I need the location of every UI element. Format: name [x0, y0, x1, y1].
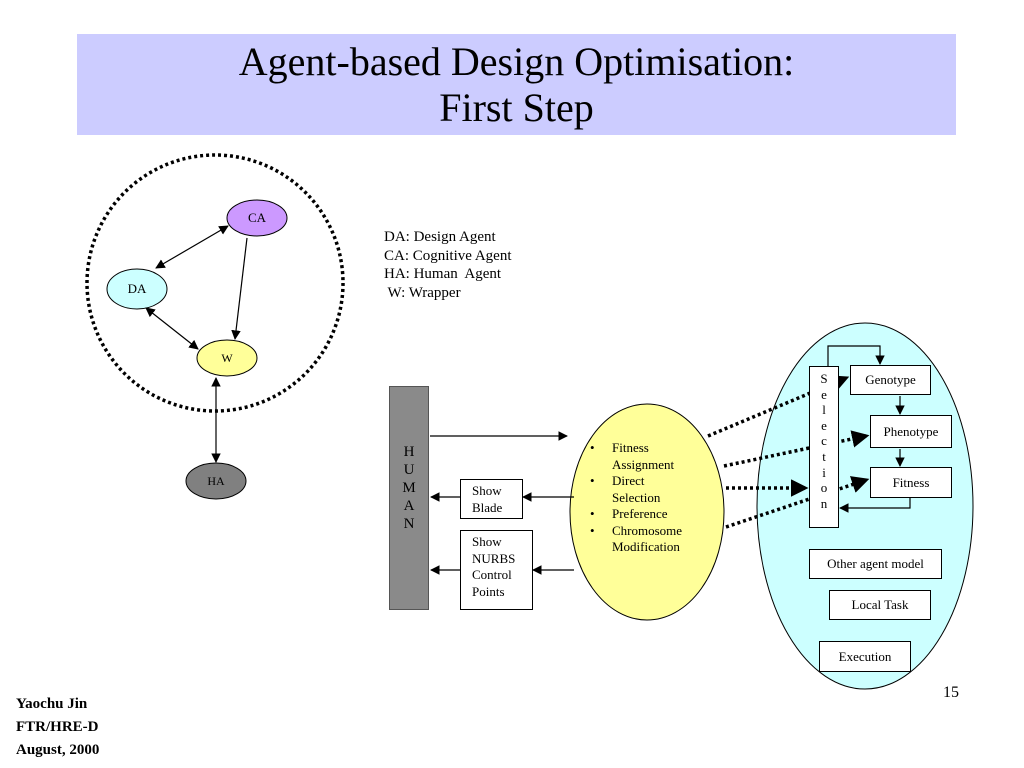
selection-letter: S — [820, 371, 828, 386]
title-line-2: First Step — [439, 84, 594, 130]
footer-line: August, 2000 — [16, 742, 100, 758]
show-nurbs-line: NURBS — [472, 550, 516, 566]
show-nurbs-line: Control — [472, 567, 512, 582]
show-nurbs-line: Points — [472, 583, 505, 599]
selection-letter: i — [822, 464, 826, 480]
page-number: 15 — [943, 684, 959, 701]
da-label: DA — [127, 281, 147, 296]
title-banner: Agent-based Design Optimisation: First S… — [77, 34, 956, 135]
selection-box: S e l e c t i o n — [809, 366, 839, 528]
footer-line: FTR/HRE-D — [16, 719, 99, 735]
dotted-arrow-to-genotype — [707, 375, 850, 438]
legend-item: CA: Cognitive Agent — [384, 247, 512, 264]
arrow-da-w — [145, 307, 199, 350]
show-nurbs-box: Show NURBS Control Points — [460, 530, 533, 610]
selection-letter: t — [822, 448, 826, 464]
agent-legend: DA: Design Agent CA: Cognitive Agent HA:… — [384, 228, 512, 302]
dotted-arrow-to-phenotype — [723, 430, 870, 468]
selection-letter: o — [820, 480, 828, 496]
interaction-option: Chromosome Modification — [590, 523, 710, 556]
w-label: W — [221, 350, 233, 365]
footer-line: Yaochu Jin — [16, 696, 88, 712]
legend-item: DA: Design Agent — [384, 229, 496, 245]
interaction-option: Direct Selection — [590, 473, 710, 506]
human-letter: H — [403, 444, 415, 460]
arrow-fitness-to-selection — [839, 498, 911, 513]
human-letter: A — [403, 498, 415, 514]
local-task-box: Local Task — [829, 590, 931, 620]
bullet-line: Modification — [612, 539, 680, 554]
bullet-line: Fitness — [612, 440, 649, 455]
arrow-selection-to-genotype — [827, 345, 885, 366]
arrow-da-ca — [155, 225, 229, 269]
interaction-option: Preference — [590, 506, 710, 523]
title-line-1: Agent-based Design Optimisation: — [238, 38, 795, 84]
bullet-line: Selection — [612, 489, 661, 505]
other-agent-model-box: Other agent model — [809, 549, 942, 579]
interaction-options: Fitness Assignment Direct Selection Pref… — [590, 440, 710, 556]
selection-letter: n — [820, 495, 828, 511]
author-footer: Yaochu Jin FTR/HRE-D August, 2000 — [16, 693, 99, 762]
show-blade-line: Blade — [472, 499, 503, 515]
legend-item: HA: Human Agent — [384, 266, 502, 282]
show-blade-line: Show — [472, 483, 502, 498]
phenotype-box: Phenotype — [870, 415, 952, 448]
show-nurbs-line: Show — [472, 534, 502, 549]
legend-item: W: Wrapper — [384, 284, 461, 301]
bullet-line: Assignment — [612, 456, 675, 472]
selection-letter: l — [822, 402, 826, 418]
da-node — [106, 268, 168, 310]
ca-node — [226, 199, 288, 237]
show-blade-box: Show Blade — [460, 479, 523, 519]
selection-letter: c — [821, 433, 827, 449]
human-letter: M — [402, 480, 416, 496]
arrow-ca-w — [231, 237, 248, 340]
selection-letter: e — [821, 417, 827, 433]
ca-label: CA — [247, 210, 267, 225]
genotype-box: Genotype — [850, 365, 931, 395]
execution-box: Execution — [819, 641, 911, 672]
selection-letter: e — [821, 386, 827, 402]
interaction-option: Fitness Assignment — [590, 440, 710, 473]
bullet-line: Preference — [612, 506, 668, 521]
fitness-box: Fitness — [870, 467, 952, 498]
bullet-line: Chromosome — [612, 522, 683, 538]
ha-node — [185, 462, 247, 500]
ha-label: HA — [207, 473, 225, 488]
dotted-arrow-to-fitness — [725, 476, 870, 529]
bullet-line: Direct — [612, 473, 645, 488]
w-node — [196, 339, 258, 377]
human-letter: N — [403, 516, 415, 532]
human-letter: U — [403, 462, 415, 478]
human-bar: H U M A N — [389, 386, 429, 610]
